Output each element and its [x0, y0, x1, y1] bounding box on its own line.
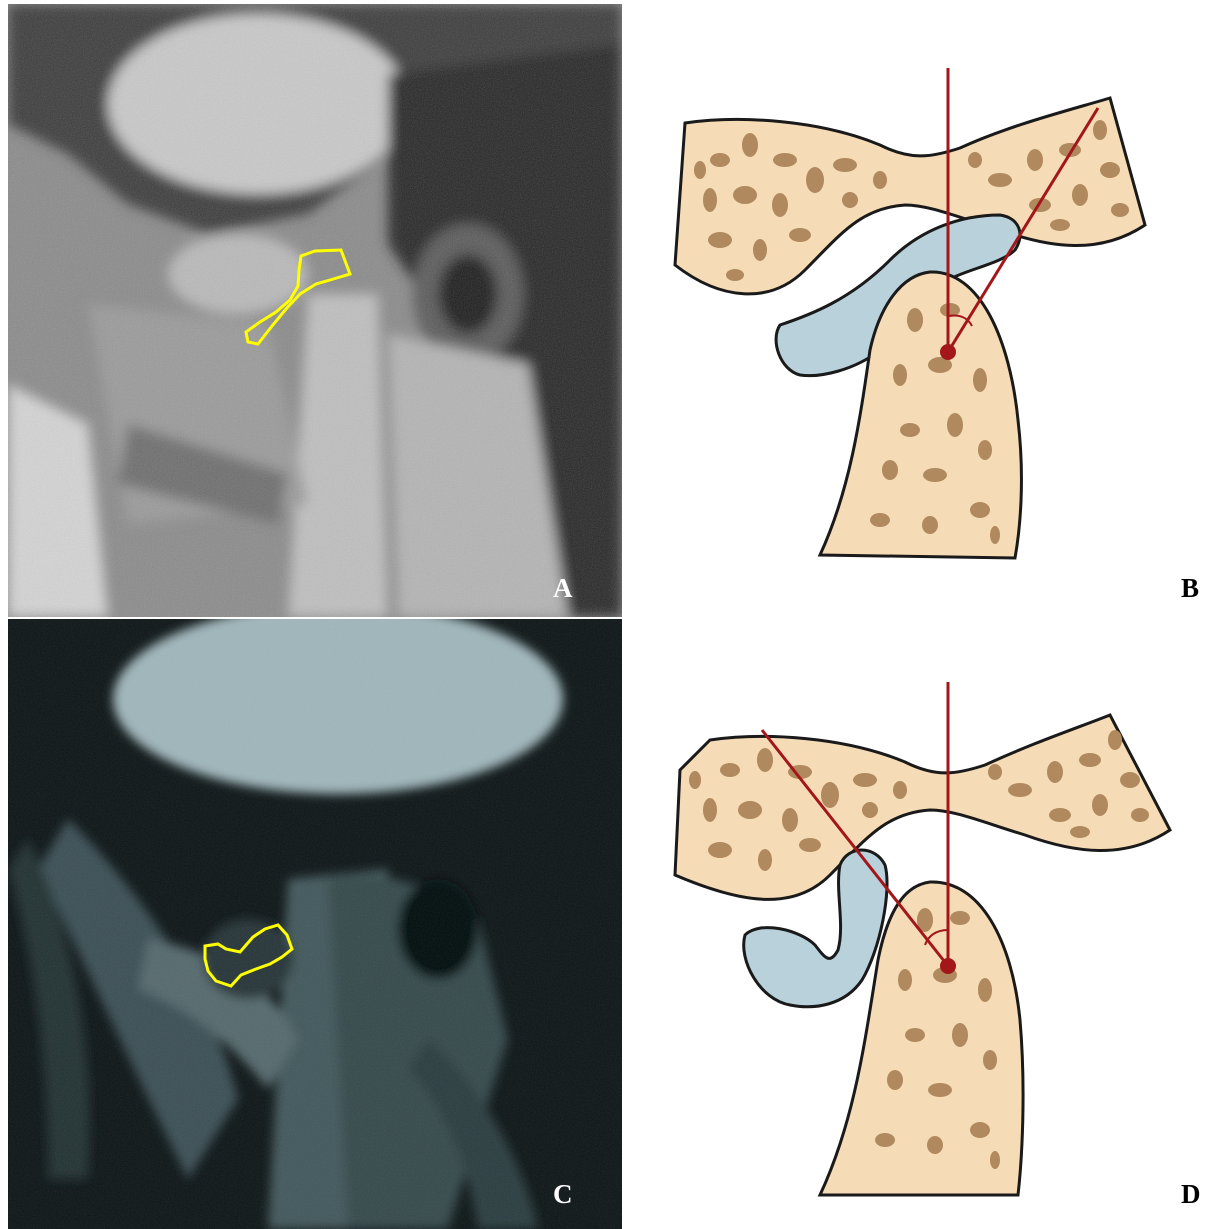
temporal-bone-d	[675, 715, 1170, 899]
panel-label-a: A	[553, 575, 573, 602]
condyle-center-dot-b	[940, 344, 956, 360]
mri-image-c	[8, 619, 622, 1229]
schematic-panel-d	[640, 660, 1208, 1229]
schematic-panel-b	[640, 20, 1208, 610]
mri-panel-a	[8, 4, 622, 617]
mri-panel-c	[8, 619, 622, 1229]
schematic-b	[640, 20, 1208, 610]
panel-label-c: C	[553, 1181, 573, 1208]
mri-image-a	[8, 4, 622, 617]
schematic-d	[640, 660, 1208, 1229]
panel-label-d: D	[1181, 1181, 1201, 1208]
condyle-center-dot-d	[940, 958, 956, 974]
panel-label-b: B	[1181, 575, 1199, 602]
